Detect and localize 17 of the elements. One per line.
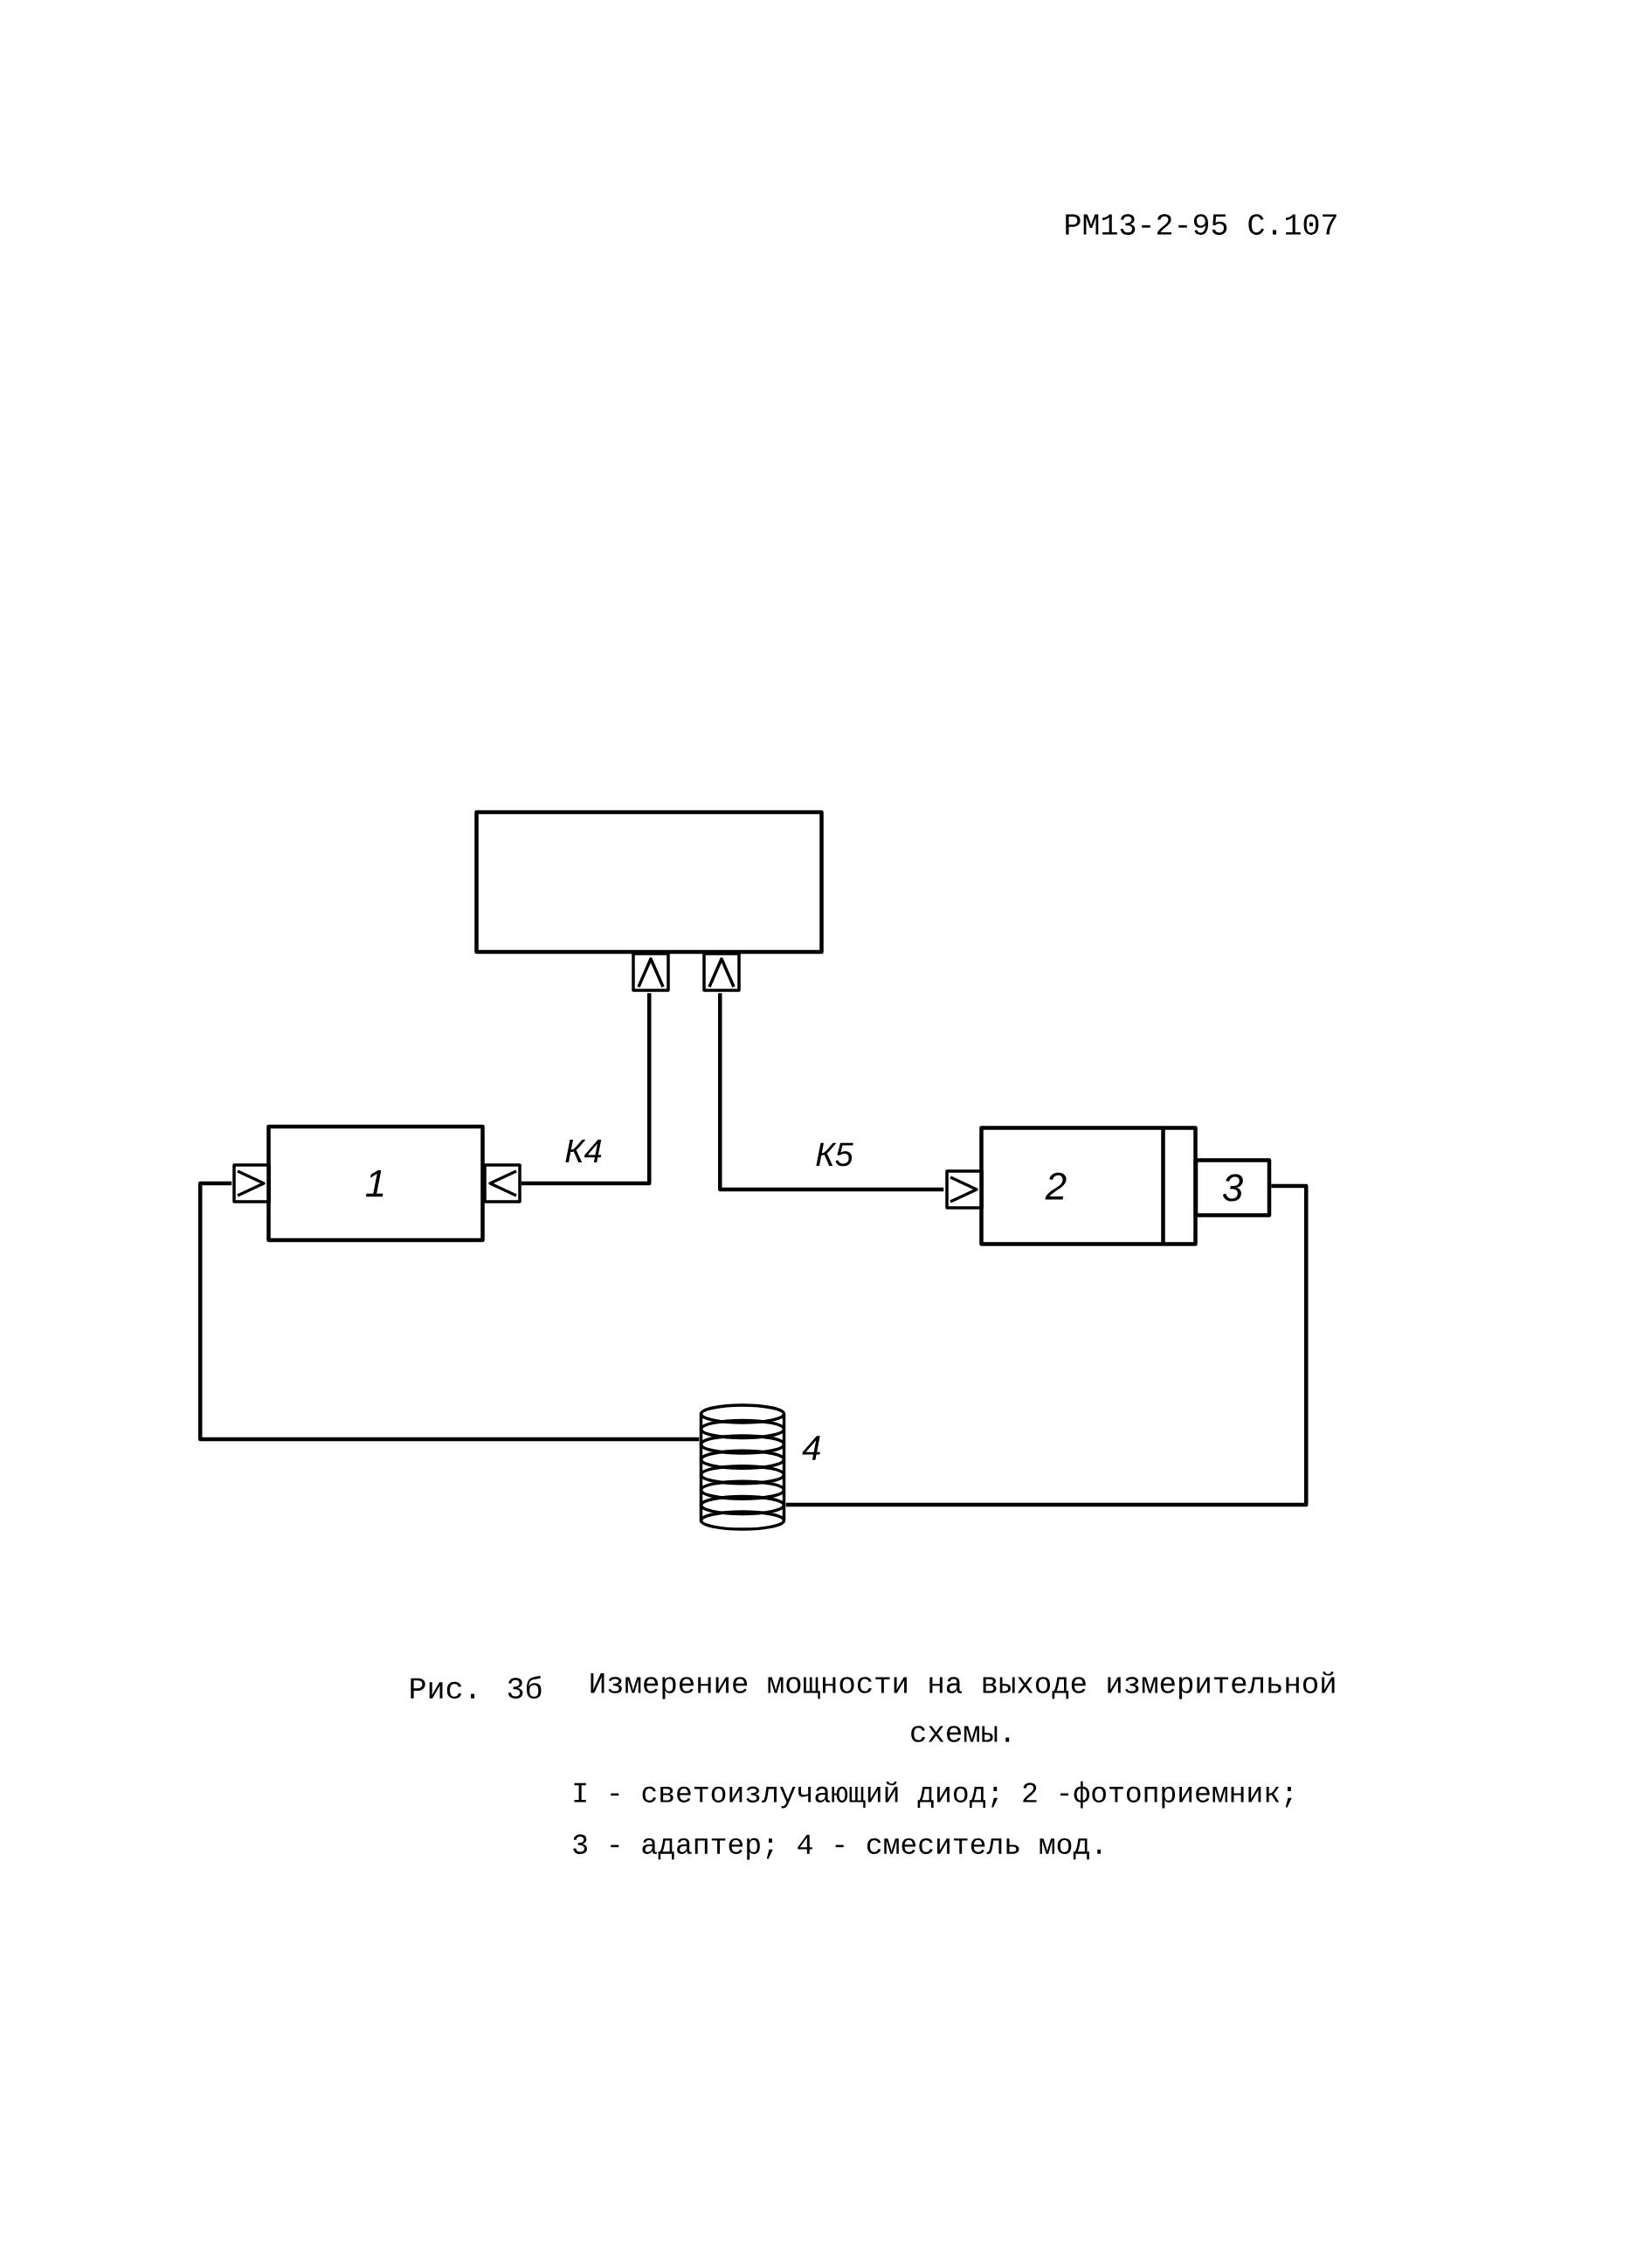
connection-line [785, 1183, 1309, 1507]
item-number: 4 [802, 1436, 820, 1460]
edge-label: К5 [813, 1141, 855, 1168]
legend-text: I - светоизлучающий диод; 2 -фотоприемник; [574, 1781, 1292, 1809]
instrument-box [474, 810, 824, 955]
connection-line [198, 1163, 700, 1442]
figure-number: Рис. 3б [411, 1676, 542, 1699]
coil-drawing [699, 1403, 786, 1531]
page-header: РМ13-2-95 С.107 [1066, 214, 1337, 235]
process-box: 1 [266, 1124, 485, 1243]
connection-line [702, 952, 984, 1210]
process-box: 3 [1193, 1158, 1272, 1217]
edge-label: К4 [563, 1137, 604, 1165]
legend-text: 3 - адаптер; 4 - смеситель мод. [573, 1834, 1102, 1860]
figure-caption: Измерение мощности на выходе измерительной схемы. [591, 1672, 1335, 1742]
connection-line [483, 952, 670, 1203]
process-box: 2 [979, 1126, 1198, 1246]
